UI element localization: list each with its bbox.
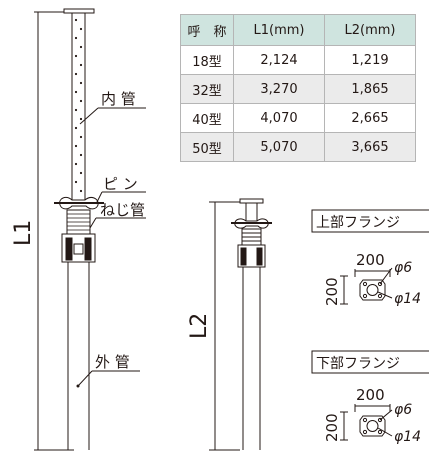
tube-hole	[74, 144, 78, 148]
upper-flange-height: 200	[323, 277, 341, 306]
cell-l2: 2,665	[324, 103, 416, 133]
lower-flange-height: 200	[323, 413, 341, 442]
header-name: 呼 称	[180, 14, 234, 46]
upper-flange-hole-small: φ6	[394, 260, 412, 276]
inner-tube-label: 内 管	[101, 90, 136, 108]
lower-flange-title: 下部フランジ	[316, 356, 400, 372]
tube-hole	[74, 180, 78, 184]
cell-model: 40型	[180, 103, 234, 133]
lower-flange-hole-large: φ14	[394, 429, 421, 445]
spec-table: 呼 称 L1(mm) L2(mm) 18型 2,124 1,219 32型 3,…	[180, 14, 416, 162]
upper-flange-title: 上部フランジ	[316, 215, 400, 231]
tube-hole	[79, 63, 83, 67]
cell-model: 50型	[180, 132, 234, 162]
pin-label: ピ ン	[103, 175, 138, 193]
tube-hole	[79, 153, 83, 157]
pin-icon	[54, 197, 104, 210]
l1-label: L1	[11, 220, 36, 246]
tube-hole	[79, 171, 83, 175]
table-row: 18型 2,124 1,219	[180, 45, 416, 75]
lower-flange-title-box	[311, 350, 429, 374]
tube-hole	[74, 36, 78, 40]
header-l2: L2(mm)	[324, 14, 416, 46]
upper-flange-width: 200	[356, 251, 385, 269]
tube-hole	[79, 27, 83, 31]
lower-flange-width: 200	[356, 386, 385, 404]
tube-hole	[79, 135, 83, 139]
tube-hole	[79, 45, 83, 49]
spec-table-header: 呼 称 L1(mm) L2(mm)	[180, 14, 416, 46]
l2-label: L2	[187, 313, 212, 339]
cell-model: 18型	[180, 45, 234, 75]
tube-hole	[74, 162, 78, 166]
leader-lines	[77, 107, 146, 387]
table-row: 32型 3,270 1,865	[180, 74, 416, 104]
table-row: 50型 5,070 3,665	[180, 132, 416, 162]
lower-flange-hole-small: φ6	[394, 402, 412, 418]
upper-flange-title-box	[311, 209, 429, 233]
tube-hole	[74, 72, 78, 76]
screw-tube-label: ねじ管	[100, 201, 145, 219]
outer-tube-label: 外 管	[95, 353, 130, 371]
cell-l1: 2,124	[233, 45, 325, 75]
tube-hole	[74, 108, 78, 112]
l2-dimension	[209, 201, 240, 451]
cell-l2: 3,665	[324, 132, 416, 162]
upper-flange-detail	[340, 267, 393, 305]
cell-l1: 4,070	[233, 103, 325, 133]
tube-hole	[74, 18, 78, 22]
cell-l1: 5,070	[233, 132, 325, 162]
tube-hole	[79, 81, 83, 85]
tube-hole	[74, 54, 78, 58]
tube-hole	[74, 126, 78, 130]
short-post	[231, 198, 272, 450]
inner-tube-holes	[74, 18, 83, 193]
table-row: 40型 4,070 2,665	[180, 103, 416, 133]
tube-hole	[79, 99, 83, 103]
cell-l1: 3,270	[233, 74, 325, 104]
upper-flange-hole-large: φ14	[394, 291, 421, 307]
cell-model: 32型	[180, 74, 234, 104]
tube-hole	[79, 117, 83, 121]
cell-l2: 1,865	[324, 74, 416, 104]
tube-hole	[74, 90, 78, 94]
lower-flange-detail	[340, 404, 393, 441]
main-post	[54, 8, 104, 450]
header-l1: L1(mm)	[233, 14, 325, 46]
tube-hole	[79, 189, 83, 193]
cell-l2: 1,219	[324, 45, 416, 75]
